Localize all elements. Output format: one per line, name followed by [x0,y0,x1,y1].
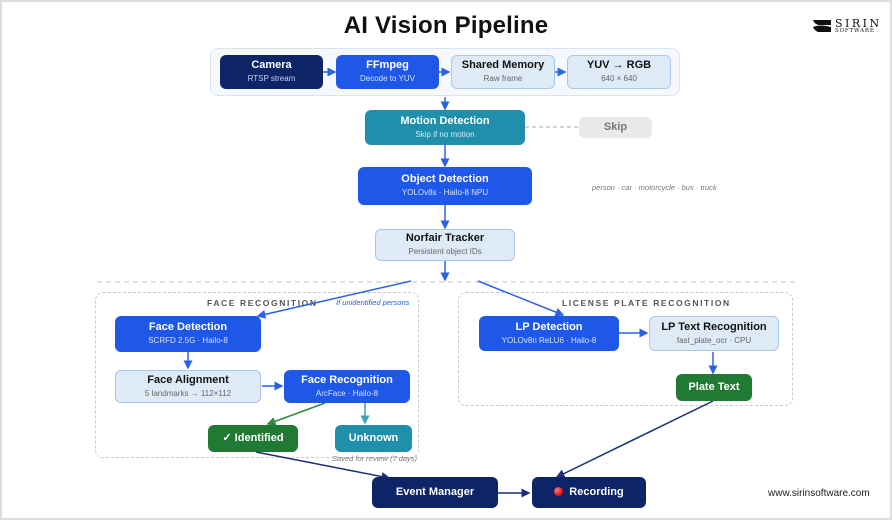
node-title: Skip [603,120,628,133]
node-skip[interactable]: Skip [579,117,652,138]
node-title: Recording [569,485,624,498]
website-url[interactable]: www.sirinsoftware.com [768,488,870,499]
record-dot-icon [554,486,564,496]
node-plate-text[interactable]: Plate Text [676,374,752,401]
node-subtitle: SCRFD 2.5G · Hailo-8 [148,336,228,346]
sirin-logo-icon [813,20,831,33]
node-title: Face Detection [148,321,228,334]
node-face-alignment[interactable]: Face Alignment 5 landmarks → 112×112 [115,370,261,403]
node-title: FFmpeg [366,59,409,72]
node-norfair-tracker[interactable]: Norfair Tracker Persistent object IDs [375,229,515,261]
node-title: Event Manager [395,485,475,498]
node-subtitle: RTSP stream [247,74,296,84]
node-unknown[interactable]: Unknown [335,425,412,452]
sirin-logo: SIRIN SOFTWARE [812,18,882,35]
node-recording[interactable]: Recording [532,477,646,508]
node-title: Shared Memory [461,59,545,72]
node-lp-text-recognition[interactable]: LP Text Recognition fast_plate_ocr · CPU [649,316,779,351]
node-subtitle: fast_plate_ocr · CPU [676,335,752,345]
node-subtitle: Raw frame [483,74,523,84]
node-title: YUV → RGB [586,59,652,72]
node-title: Face Alignment [147,373,229,386]
node-title: ✓ Identified [222,431,284,444]
lp-group-label: LICENSE PLATE RECOGNITION [562,298,731,308]
node-ffmpeg[interactable]: FFmpeg Decode to YUV [336,55,439,89]
node-title: Plate Text [688,380,740,393]
node-event-manager[interactable]: Event Manager [372,477,498,508]
node-subtitle: Persistent object IDs [408,247,482,257]
node-title: Object Detection [401,173,489,186]
logo-subtitle: SOFTWARE [835,28,875,34]
node-subtitle: Skip if no motion [415,129,475,139]
node-title: Camera [251,59,292,72]
diagram-title: AI Vision Pipeline [343,12,549,39]
node-face-recognition[interactable]: Face Recognition ArcFace · Hailo-8 [284,370,410,403]
node-subtitle: ArcFace · Hailo-8 [315,388,379,398]
node-motion-detection[interactable]: Motion Detection Skip if no motion [365,110,525,145]
node-object-detection[interactable]: Object Detection YOLOv8s · Hailo-8 NPU [358,167,532,205]
node-title: LP Detection [515,320,583,333]
face-branch-note: If unidentified persons [336,298,410,307]
node-face-detection[interactable]: Face Detection SCRFD 2.5G · Hailo-8 [115,316,261,352]
node-subtitle: 5 landmarks → 112×112 [144,388,232,398]
node-lp-detection[interactable]: LP Detection YOLOv8n ReLU6 · Hailo-8 [479,316,619,351]
node-subtitle: Decode to YUV [360,74,415,84]
node-title-wrap: Recording [554,485,624,499]
object-classes-note: person · car · motorcycle · bus · truck [592,183,717,192]
node-title: Unknown [348,431,399,444]
node-subtitle: YOLOv8s · Hailo-8 NPU [401,188,489,198]
node-camera[interactable]: Camera RTSP stream [220,55,323,89]
unknown-note: Saved for review (7 days) [332,454,418,463]
node-subtitle: YOLOv8n ReLU6 · Hailo-8 [501,335,597,345]
node-title: LP Text Recognition [661,320,767,333]
node-subtitle: 640 × 640 [601,74,637,84]
node-yuv-rgb[interactable]: YUV → RGB 640 × 640 [567,55,671,89]
node-title: Norfair Tracker [405,232,485,245]
node-title: Face Recognition [301,373,393,386]
logo-name: SIRIN [835,17,882,30]
node-identified[interactable]: ✓ Identified [208,425,298,452]
node-title: Motion Detection [400,114,490,127]
node-shared-memory[interactable]: Shared Memory Raw frame [451,55,555,89]
face-group-label: FACE RECOGNITION [207,298,318,308]
